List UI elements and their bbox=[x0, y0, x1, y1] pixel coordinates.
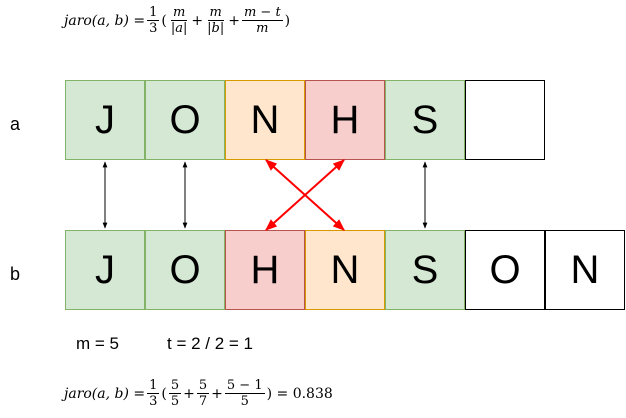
string-a-cell: H bbox=[305, 80, 385, 160]
transpositions-count: t = 2 / 2 = 1 bbox=[167, 334, 254, 353]
term-5-over-7: 5 7 bbox=[196, 378, 210, 409]
string-b-cell: N bbox=[545, 230, 625, 310]
row-label-b: b bbox=[10, 264, 21, 284]
matches-count: m = 5 bbox=[76, 334, 119, 353]
coefficient-fraction: 1 3 bbox=[147, 5, 160, 36]
string-a-cell bbox=[465, 80, 545, 160]
string-a-cell: O bbox=[145, 80, 225, 160]
string-a-cell: N bbox=[225, 80, 305, 160]
string-b-cell: O bbox=[465, 230, 545, 310]
string-a-cell: J bbox=[65, 80, 145, 160]
string-b-cell: J bbox=[65, 230, 145, 310]
term-m-minus-t-over-m: m − t m bbox=[241, 5, 283, 36]
jaro-result: ) = 0.838 bbox=[266, 385, 333, 402]
transposition-arrow-h bbox=[265, 159, 345, 231]
term-m-over-b: m |b| bbox=[207, 5, 225, 36]
term-m-over-a: m |a| bbox=[170, 5, 188, 36]
formula-lhs: jaro(a, b) = bbox=[64, 385, 146, 402]
string-b-cell: H bbox=[225, 230, 305, 310]
string-b-cell: N bbox=[305, 230, 385, 310]
coefficient-fraction: 1 3 bbox=[147, 378, 160, 409]
term-4-over-5: 5 − 1 5 bbox=[224, 378, 265, 409]
formula-lhs: jaro(a, b) = bbox=[64, 12, 146, 29]
string-b-cell: S bbox=[385, 230, 465, 310]
string-a-cell: S bbox=[385, 80, 465, 160]
jaro-formula: jaro(a, b) = 1 3 ( m |a| + m |b| + m − t… bbox=[64, 5, 291, 36]
jaro-result-formula: jaro(a, b) = 1 3 ( 5 5 + 5 7 + 5 − 1 5 )… bbox=[64, 378, 333, 409]
row-label-a: a bbox=[10, 114, 21, 134]
term-5-over-5: 5 5 bbox=[168, 378, 182, 409]
string-b-cell: O bbox=[145, 230, 225, 310]
